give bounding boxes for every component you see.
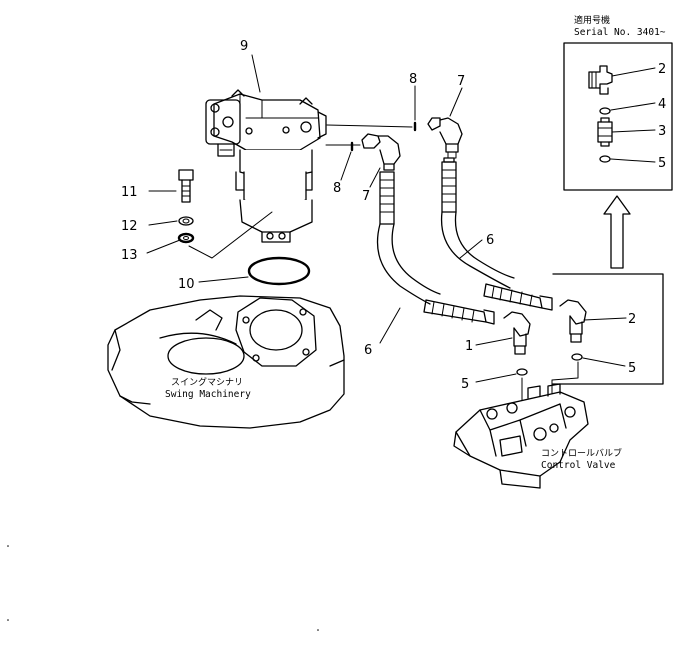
swing-machinery-housing [107, 295, 345, 429]
elbow-fitting-2 [559, 299, 587, 343]
serial-title-jp: 適用号機 [574, 14, 610, 26]
serial-parts-box [563, 42, 673, 191]
callout-12: 12 [121, 219, 138, 234]
elbow-fitting-7-right [427, 117, 463, 159]
callout-10: 10 [178, 277, 195, 292]
callout-9: 9 [240, 39, 248, 54]
callout-7-right: 7 [457, 74, 465, 89]
o-ring-5-right [571, 353, 583, 361]
adapter-fitting-3 [597, 117, 613, 147]
o-ring-5-boxed [599, 155, 611, 163]
callout-7-middle: 7 [362, 189, 370, 204]
callout-13: 13 [121, 248, 138, 263]
control-valve [453, 383, 589, 489]
callout-8-upper: 8 [409, 72, 417, 87]
serial-number-text: Serial No. 3401~ [574, 27, 666, 38]
elbow-fitting-1 [503, 311, 531, 355]
callout-1: 1 [465, 339, 473, 354]
callout-6-right: 6 [486, 233, 494, 248]
hose-6-left [376, 171, 495, 325]
callout-2: 2 [628, 312, 636, 327]
callout-11: 11 [121, 185, 138, 200]
o-ring-10 [247, 256, 311, 286]
swing-machinery-label-jp: スイングマシナリ [171, 376, 243, 388]
up-arrow-icon [603, 195, 631, 269]
callout-6-left: 6 [364, 343, 372, 358]
swing-motor-9 [205, 89, 327, 243]
o-ring-4 [599, 107, 611, 115]
serial-header: 適用号機 Serial No. 3401~ [574, 14, 666, 38]
elbow-fitting-7-middle [361, 133, 401, 171]
hose-6-right [440, 157, 553, 311]
callout-5-right: 5 [628, 361, 636, 376]
o-ring-5-left [516, 368, 528, 376]
swing-machinery-label-en: Swing Machinery [165, 389, 251, 400]
callout-5-left: 5 [461, 377, 469, 392]
washer-13 [177, 232, 195, 244]
detail-box [552, 273, 664, 385]
control-valve-label-en: Control Valve [541, 460, 616, 471]
callout-3: 3 [658, 124, 666, 139]
callout-4: 4 [658, 97, 666, 112]
callout-8-lower: 8 [333, 181, 341, 196]
control-valve-label-jp: コントロールバルブ [541, 447, 622, 459]
callout-5-boxed: 5 [658, 156, 666, 171]
elbow-fitting-2-boxed [588, 65, 613, 95]
washer-12 [178, 216, 194, 226]
bolt-11 [178, 169, 194, 203]
callout-2-boxed: 2 [658, 62, 666, 77]
